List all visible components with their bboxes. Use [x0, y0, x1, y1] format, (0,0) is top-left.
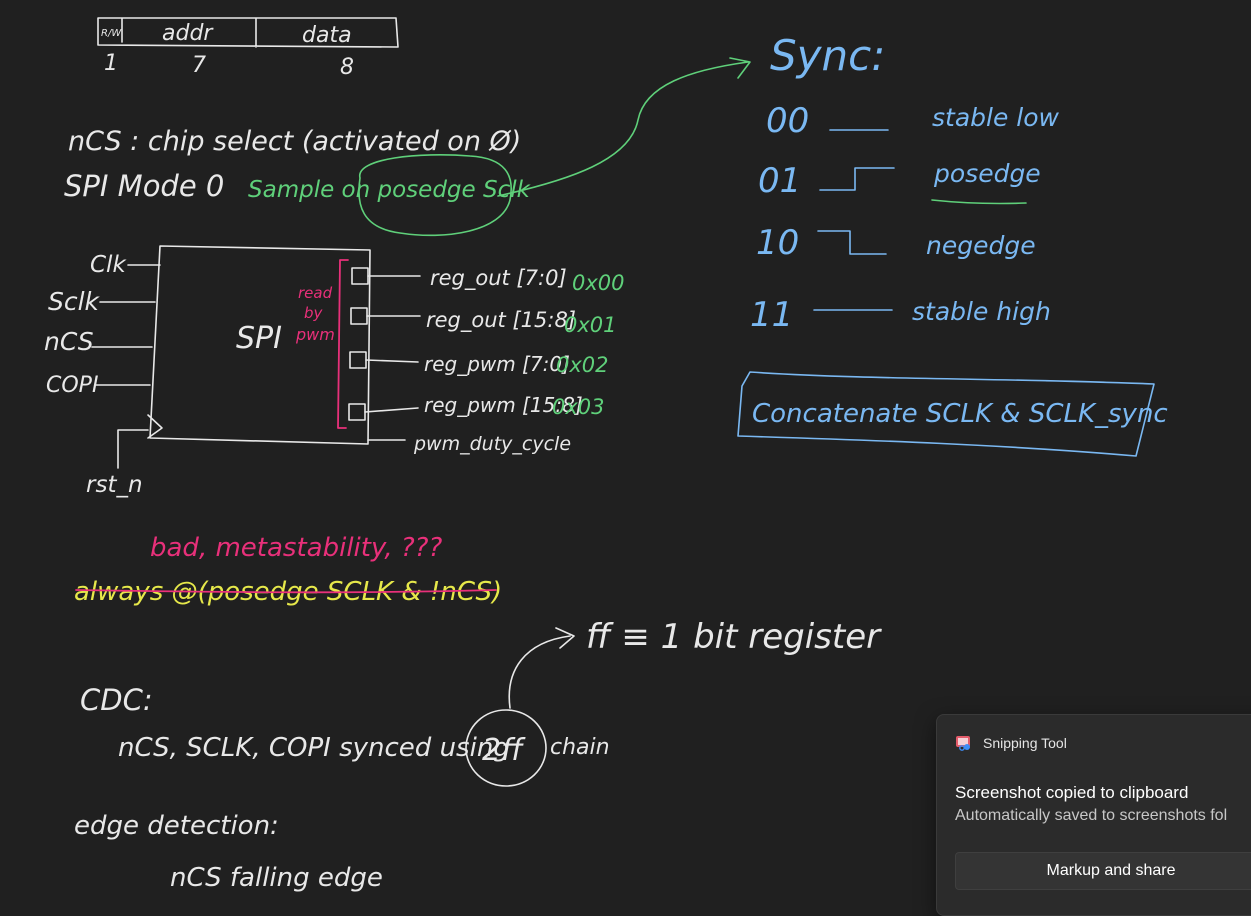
posedge-sclk-circle	[358, 154, 512, 237]
output-reg-pwm-low: reg_pwm [7:0]	[424, 352, 570, 376]
cdc-title: CDC:	[80, 683, 153, 717]
addr-reg-pwm-low: 0x02	[556, 353, 609, 377]
packet-bits-addr: 7	[192, 53, 206, 78]
ff-definition-note: ff ≡ 1 bit register	[586, 617, 882, 657]
cdc-sync-note: nCS, SCLK, COPI synced using	[118, 733, 510, 763]
waveform-posedge	[819, 167, 895, 191]
spi-sample-note: Sample on posedge Sclk	[248, 177, 532, 203]
sync-arrow	[497, 57, 751, 197]
spi-block: Clk Sclk nCS COPI rst_n SPI read by pwm	[44, 245, 421, 498]
always-strikethrough	[75, 589, 497, 594]
notification-title: Screenshot copied to clipboard	[955, 783, 1189, 802]
notification-subtitle: Automatically saved to screenshots fol	[955, 807, 1228, 824]
posedge-underline	[931, 199, 1027, 205]
packet-field-addr: addr	[162, 21, 214, 46]
sync-meaning-01: posedge	[933, 159, 1041, 188]
concat-box	[737, 371, 1155, 457]
2ff-circle	[465, 709, 547, 787]
sync-title: Sync:	[770, 31, 885, 80]
packet-field-rw: R/W	[101, 28, 122, 39]
input-ncs: nCS	[44, 327, 94, 356]
input-copi: COPI	[46, 373, 98, 398]
sync-code-01: 01	[758, 161, 801, 201]
rst-n-label: rst_n	[86, 472, 143, 498]
edge-detection-title: edge detection:	[74, 811, 279, 841]
concat-note: Concatenate SCLK & SCLK_sync	[752, 399, 1168, 429]
addr-reg-out-low: 0x00	[572, 271, 625, 295]
sync-code-00: 00	[766, 101, 809, 141]
notification-header: Snipping Tool	[955, 734, 1067, 752]
addr-reg-out-high: 0x01	[564, 313, 617, 337]
spi-block-name: SPI	[236, 321, 282, 356]
output-pwm-duty-cycle: pwm_duty_cycle	[413, 433, 571, 455]
cdc-chain: chain	[550, 735, 610, 760]
ff-arrow	[508, 627, 575, 709]
ncs-chip-select-note: nCS : chip select (activated on Ø)	[68, 126, 521, 157]
addr-reg-pwm-high: 0x03	[552, 395, 605, 419]
snipping-tool-notification[interactable]: Snipping Tool Screenshot copied to clipb…	[936, 714, 1251, 916]
notification-app-name: Snipping Tool	[983, 735, 1067, 751]
cdc-2ff: 2ff	[482, 733, 526, 768]
spi-mode-label: SPI Mode 0	[64, 169, 224, 203]
read-by-pwm-line2: by	[304, 304, 324, 322]
output-reg-pwm-high: reg_pwm [15:8]	[424, 393, 583, 417]
input-sclk: Sclk	[48, 287, 101, 316]
packet-bits-data: 8	[340, 55, 354, 80]
markup-and-share-button[interactable]: Markup and share	[955, 852, 1251, 890]
sync-meaning-10: negedge	[926, 231, 1036, 260]
packet-diagram: R/W addr data 1 7 8	[97, 17, 399, 80]
output-reg-out-low: reg_out [7:0]	[430, 266, 567, 291]
read-by-pwm-line1: read	[298, 284, 333, 302]
packet-bits-rw: 1	[104, 51, 118, 76]
packet-field-data: data	[302, 23, 352, 48]
read-by-pwm-line3: pwm	[295, 325, 335, 344]
sync-meaning-00: stable low	[932, 103, 1060, 132]
snipping-tool-icon	[955, 734, 973, 752]
input-clk: Clk	[90, 252, 127, 278]
sync-code-11: 11	[750, 295, 793, 335]
sync-code-10: 10	[756, 223, 799, 263]
metastability-note: bad, metastability, ???	[150, 533, 442, 563]
output-reg-out-high: reg_out [15:8]	[426, 308, 576, 333]
ncs-falling-edge-note: nCS falling edge	[170, 863, 383, 893]
waveform-negedge	[817, 230, 887, 255]
sync-meaning-11: stable high	[912, 297, 1051, 326]
